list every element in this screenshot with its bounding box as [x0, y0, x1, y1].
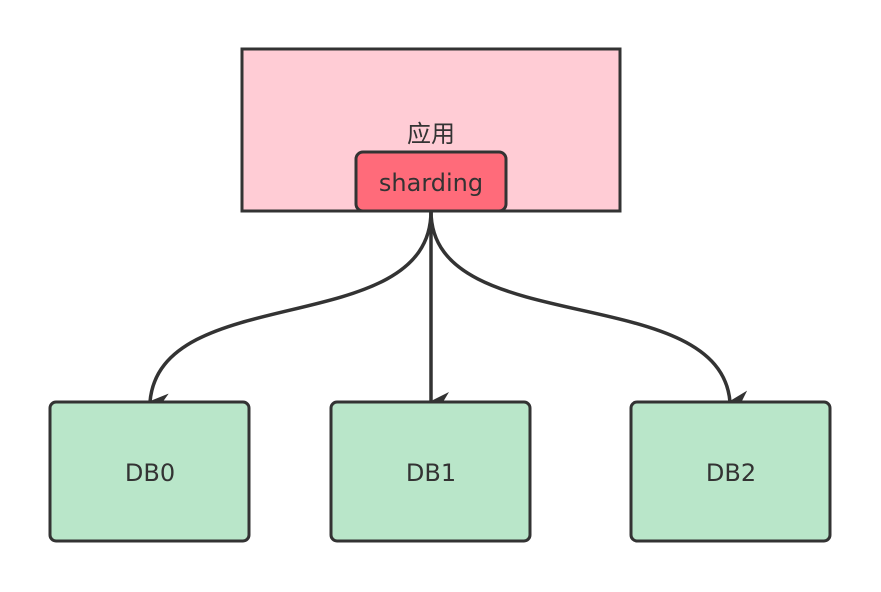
connector-to-db0	[148, 210, 433, 414]
db1-label: DB1	[406, 459, 456, 487]
connector-to-db2	[429, 210, 749, 411]
db0-box	[48, 400, 251, 543]
db0-label: DB0	[125, 459, 175, 487]
sharding-router-label: sharding	[379, 169, 483, 197]
application-label: 应用	[407, 120, 455, 148]
db2-box	[629, 400, 832, 543]
db1-box	[329, 400, 532, 543]
db2-label: DB2	[706, 459, 756, 487]
